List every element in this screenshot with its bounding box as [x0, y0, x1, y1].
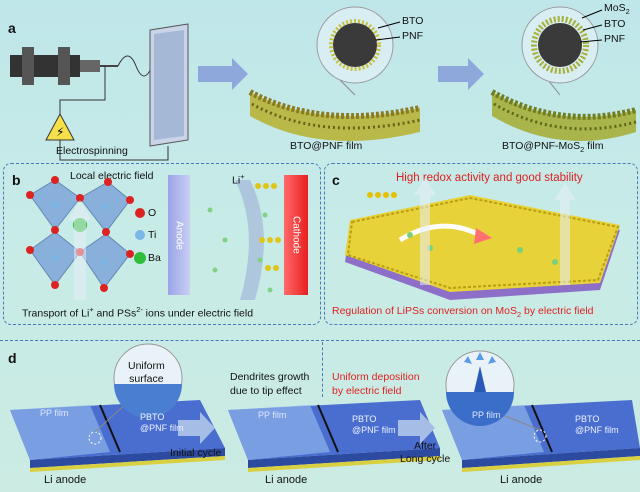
fiber-zoom-circle-2: [521, 6, 603, 96]
li-plus-label: Li+: [232, 172, 245, 187]
pbto-label-1: PBTO@PNF film: [140, 412, 184, 433]
fiber-zoom-circle-1: [316, 6, 401, 96]
bto-pnf-film-graphic: [248, 89, 421, 141]
legend1-pnf: PNF: [402, 30, 423, 42]
titanium-dot: [135, 230, 145, 240]
initial-cycle-label: Initial cycle: [170, 447, 222, 459]
panel-c-label: c: [332, 172, 340, 188]
oxygen-dot: [135, 208, 145, 218]
collector-plate-icon: [149, 23, 189, 147]
panel-c-box: [324, 163, 638, 325]
pp-film-label-1: PP film: [40, 408, 69, 418]
uniform-surface-zoom-circle: [113, 343, 183, 418]
titanium-label: Ti: [148, 229, 157, 241]
panel-a-label: a: [8, 20, 16, 36]
mos2-sheet-graphic: [345, 195, 620, 300]
li-anode-label-1: Li anode: [44, 474, 87, 486]
legend2-mos2: MoS2: [604, 2, 630, 17]
barium-dot: [134, 252, 146, 264]
pbto-label-3: PBTO@PNF film: [575, 414, 619, 435]
syringe-pump-icon: [10, 47, 118, 85]
cell-slab-uniform: [442, 400, 640, 472]
legend1-bto: BTO: [402, 15, 424, 27]
film1-label: BTO@PNF film: [290, 140, 363, 152]
li-anode-label-3: Li anode: [500, 474, 543, 486]
panel-c-title: High redox activity and good stability: [396, 172, 583, 184]
panel-b-caption: Transport of Li+ and PSs2- ions under el…: [22, 305, 254, 320]
oxygen-label: O: [148, 207, 157, 219]
cathode-bar: Cathode: [284, 175, 308, 295]
perovskite-crystal-graphic: [26, 176, 134, 300]
pp-film-label-2: PP film: [258, 410, 287, 420]
panel-d-separator: [0, 340, 640, 341]
cycle-arrow-1: [178, 412, 215, 444]
pp-film-label-3: PP film: [472, 410, 501, 420]
high-voltage-icon: ⚡: [45, 112, 75, 141]
panel-b-box: [3, 163, 321, 325]
svg-text:⚡: ⚡: [56, 125, 64, 139]
process-arrow-1: [198, 58, 248, 90]
cell-slab-initial: [10, 399, 225, 472]
panel-d-vertical-divider: [322, 342, 323, 397]
local-field-label: Local electric field: [70, 170, 154, 182]
barium-label: Ba: [148, 252, 161, 264]
cycle-arrow-2: [398, 412, 435, 444]
anode-bar: Anode: [168, 175, 190, 295]
li-anode-label-2: Li anode: [265, 474, 308, 486]
panel-c-caption: Regulation of LiPSs conversion on MoS2 b…: [332, 305, 594, 320]
film2-label: BTO@PNF-MoS2 film: [502, 140, 604, 155]
cell-slab-dendrite: [228, 400, 440, 472]
pbto-label-2: PBTO@PNF film: [352, 414, 396, 435]
deposition-zoom-circle: [445, 350, 515, 426]
legend2-pnf: PNF: [604, 33, 625, 45]
polysulfide-cluster: [367, 192, 397, 198]
panel-d-label: d: [8, 350, 17, 366]
panel-b-label: b: [12, 172, 21, 188]
legend2-bto: BTO: [604, 18, 626, 30]
electrospinning-label: Electrospinning: [56, 145, 128, 157]
bto-pnf-mos2-film-graphic: [490, 89, 637, 141]
ion-transport-graphic: [207, 180, 281, 300]
process-arrow-2: [438, 58, 484, 90]
